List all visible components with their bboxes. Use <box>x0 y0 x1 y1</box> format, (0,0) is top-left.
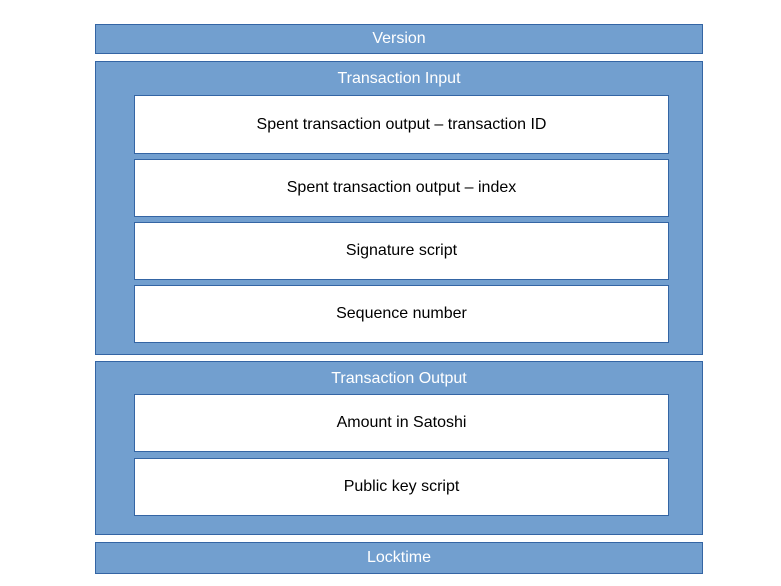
input-field-index: Spent transaction output – index <box>134 159 669 217</box>
input-field-index-label: Spent transaction output – index <box>286 179 517 196</box>
output-field-public-key-script-label: Public key script <box>343 478 460 495</box>
version-label: Version <box>372 30 426 47</box>
output-field-amount-label: Amount in Satoshi <box>336 414 467 431</box>
input-field-sequence-number: Sequence number <box>134 285 669 343</box>
input-field-sequence-number-label: Sequence number <box>336 305 467 322</box>
locktime-label: Locktime <box>366 549 432 566</box>
version-block: Version <box>95 24 703 54</box>
locktime-block: Locktime <box>95 542 703 574</box>
transaction-input-title: Transaction Input <box>337 70 461 87</box>
input-field-txid: Spent transaction output – transaction I… <box>134 95 669 154</box>
output-field-public-key-script: Public key script <box>134 458 669 516</box>
output-field-amount: Amount in Satoshi <box>134 394 669 452</box>
input-field-signature-script-label: Signature script <box>345 242 458 259</box>
transaction-output-title: Transaction Output <box>331 370 467 387</box>
input-field-signature-script: Signature script <box>134 222 669 280</box>
input-field-txid-label: Spent transaction output – transaction I… <box>256 115 547 133</box>
